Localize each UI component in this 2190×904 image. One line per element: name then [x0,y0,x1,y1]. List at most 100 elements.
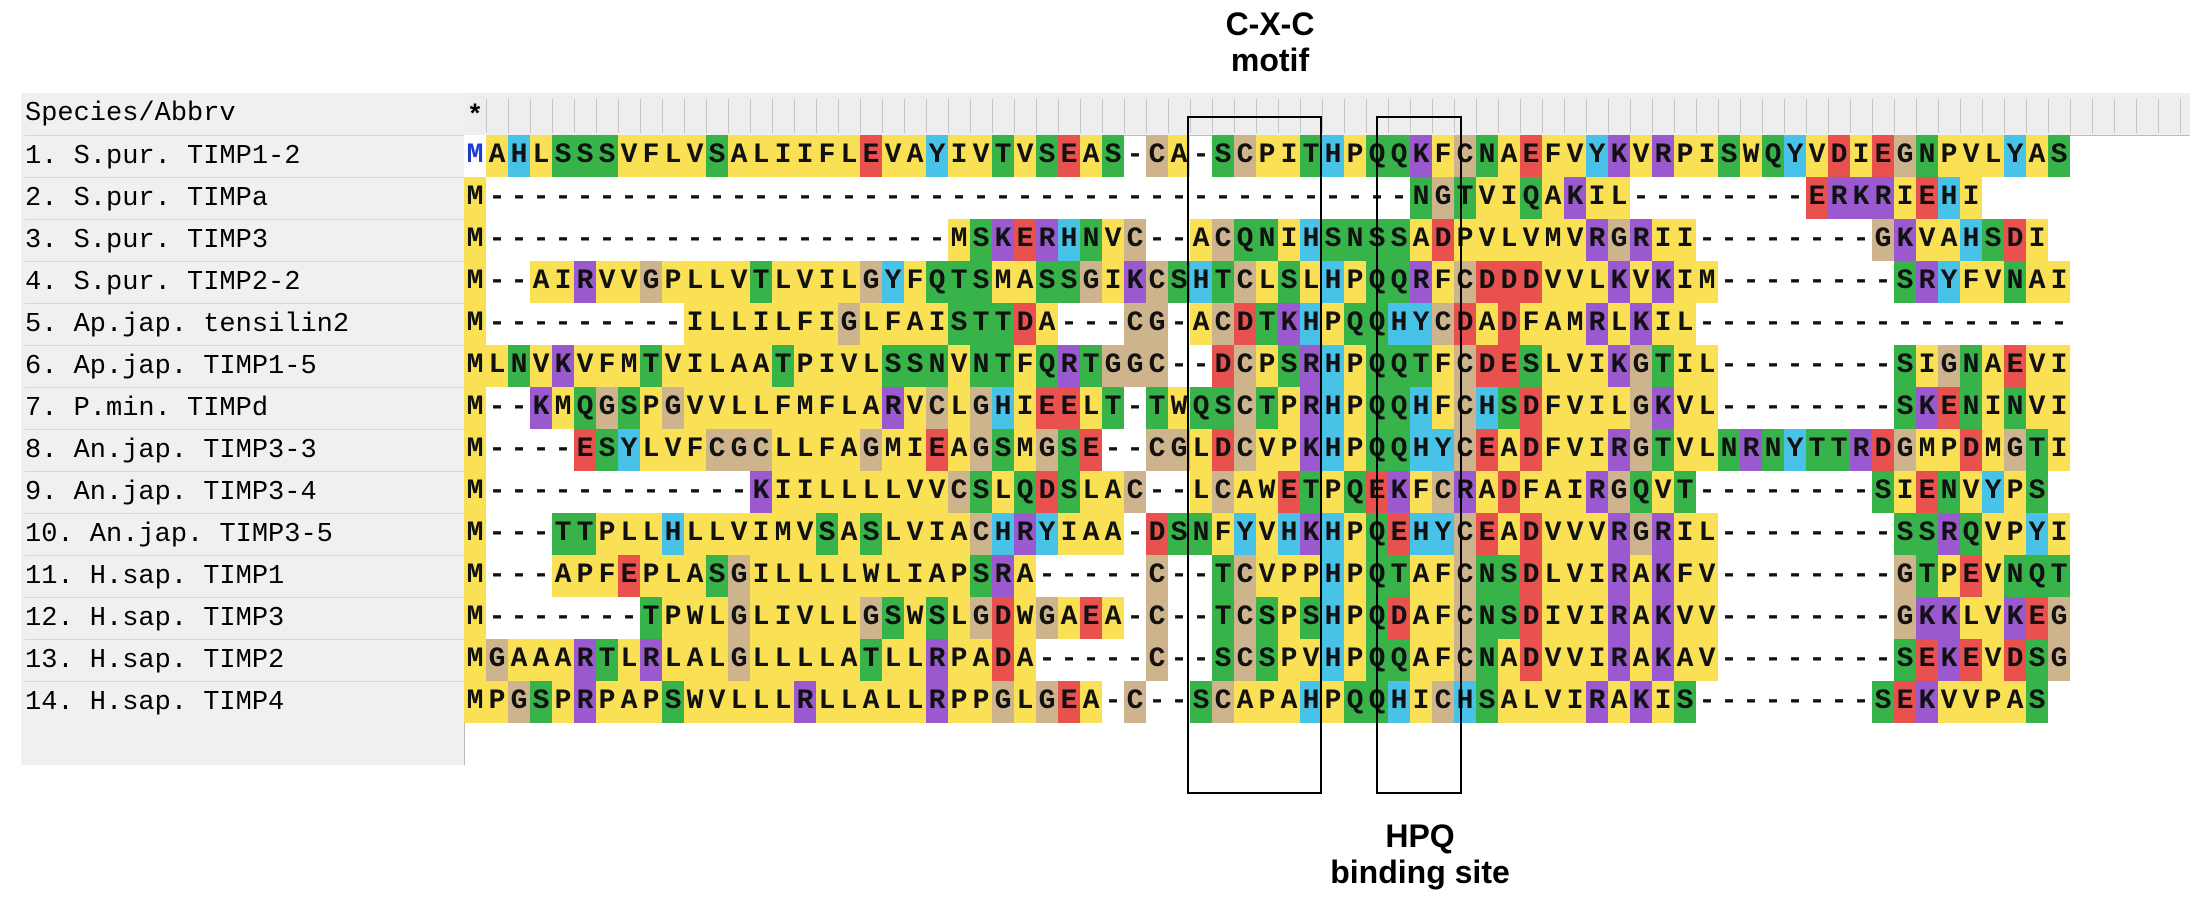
ruler-tick [662,99,663,133]
residue-cell: A [1630,639,1652,681]
residue-cell: K [1938,597,1960,639]
gap-cell: - [1170,350,1188,381]
residue-cell: K [1300,429,1322,471]
residue-cell: L [618,639,640,681]
gap-cell: - [1126,392,1144,423]
residue-cell: A [2004,681,2026,723]
residue-cell: L [1586,261,1608,303]
gap-cell: - [1918,308,1936,339]
residue-cell: K [1410,135,1432,177]
residue-cell: Q [1234,219,1256,261]
residue-cell: A [1014,555,1036,597]
residue-cell: V [904,513,926,555]
residue-cell: R [1740,429,1762,471]
residue-cell: I [816,261,838,303]
residue-cell: A [1410,597,1432,639]
residue-cell: A [948,429,970,471]
residue-cell: I [1652,219,1674,261]
gap-cell: - [1830,266,1848,297]
residue-cell: L [618,513,640,555]
gap-cell: - [1852,686,1870,717]
residue-cell: P [1256,345,1278,387]
ruler-tick [1960,99,1961,133]
residue-cell: P [640,681,662,723]
residue-cell: R [1608,555,1630,597]
residue-cell: R [1058,345,1080,387]
gap-cell: - [708,224,726,255]
residue-cell: L [750,135,772,177]
species-label: 14. H.sap. TIMP4 [25,681,468,723]
gap-cell: - [1808,476,1826,507]
residue-cell: D [1520,513,1542,555]
residue-cell: K [1608,135,1630,177]
species-label: 3. S.pur. TIMP3 [25,219,468,261]
gap-cell: - [730,182,748,213]
residue-cell: D [1432,219,1454,261]
gap-cell: - [2050,308,2068,339]
ruler-tick [2026,99,2027,133]
residue-cell: D [1520,639,1542,681]
species-label: 7. P.min. TIMPd [25,387,468,429]
residue-cell: G [486,639,508,681]
ruler-tick [1652,99,1653,133]
residue-cell: V [2026,345,2048,387]
residue-cell: N [2004,387,2026,429]
residue-cell: A [1102,597,1124,639]
residue-cell: T [860,639,882,681]
residue-cell: N [970,345,992,387]
residue-cell: F [1960,261,1982,303]
residue-cell: A [750,345,772,387]
gap-cell: - [1104,308,1122,339]
residue-cell: V [1256,429,1278,471]
gap-cell: - [1808,602,1826,633]
residue-cell: P [1256,681,1278,723]
residue-cell: M [464,639,486,681]
residue-cell: V [970,135,992,177]
gap-cell: - [796,182,814,213]
residue-cell: P [948,681,970,723]
gap-cell: - [1830,518,1848,549]
residue-cell: W [1740,135,1762,177]
residue-cell: R [1828,177,1850,219]
residue-cell: S [1256,639,1278,681]
gap-cell: - [840,224,858,255]
residue-cell: K [1652,555,1674,597]
residue-cell: L [882,681,904,723]
residue-cell: C [1146,639,1168,681]
residue-cell: L [772,639,794,681]
residue-cell: R [1300,387,1322,429]
residue-cell: T [750,261,772,303]
residue-cell: T [2026,429,2048,471]
gap-cell: - [796,224,814,255]
residue-cell: P [1344,639,1366,681]
residue-cell: D [1146,513,1168,555]
gap-cell: - [1170,560,1188,591]
ruler-tick [728,99,729,133]
sequence-row: M---------------------------------------… [464,177,2190,219]
residue-cell: I [1850,135,1872,177]
residue-cell: K [992,219,1014,261]
residue-cell: A [1938,219,1960,261]
residue-cell: A [1234,681,1256,723]
residue-cell: I [750,303,772,345]
residue-cell: A [684,639,706,681]
residue-cell: Y [2026,513,2048,555]
ruler-tick [1762,99,1763,133]
ruler-tick [1630,99,1631,133]
residue-cell: C [1146,555,1168,597]
residue-cell: L [1982,135,2004,177]
gap-cell: - [576,476,594,507]
residue-cell: I [1586,639,1608,681]
residue-cell: L [860,303,882,345]
gap-cell: - [1808,350,1826,381]
gap-cell: - [554,602,572,633]
gap-cell: - [1852,392,1870,423]
residue-cell: A [1410,555,1432,597]
residue-cell: E [1058,681,1080,723]
residue-cell: R [1586,219,1608,261]
residue-cell: L [1014,681,1036,723]
residue-cell: L [750,681,772,723]
residue-cell: D [1476,261,1498,303]
